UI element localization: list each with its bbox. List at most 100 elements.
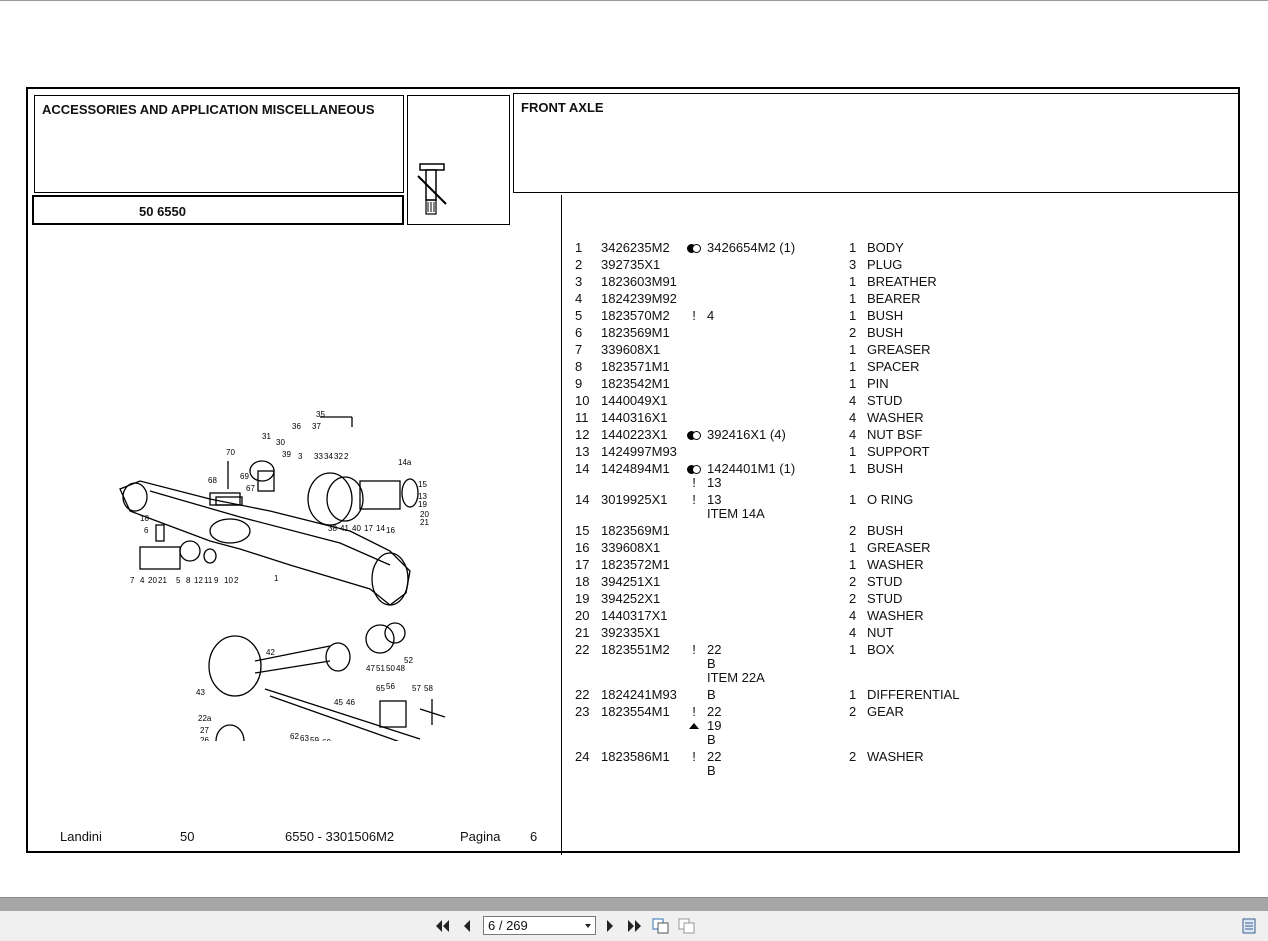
part-symbol: ! <box>681 493 707 521</box>
part-ref: 11 <box>575 410 589 425</box>
diagram-callout-label: 52 <box>404 656 413 665</box>
part-ref: 15 <box>575 523 590 538</box>
outline-toggle-button[interactable] <box>1240 916 1258 936</box>
diagram-callout-label: 12 <box>194 576 203 585</box>
symbol-line <box>681 241 707 255</box>
diagram-callout-label: 9 <box>214 576 219 585</box>
part-quantity: 1 <box>849 642 857 657</box>
part-ref: 1 <box>575 240 583 255</box>
diagram-callout-label: 59 <box>310 736 319 741</box>
part-note <box>707 275 849 289</box>
note-line: 1424401M1 (1) <box>707 461 796 476</box>
diagram-callout-label: 43 <box>196 688 205 697</box>
page-selector[interactable]: 6 / 269 <box>483 916 596 935</box>
part-note <box>707 626 849 640</box>
part-quantity: 2 <box>849 591 857 606</box>
part-quantity: 4 <box>849 427 857 442</box>
part-quantity: 2 <box>849 523 857 538</box>
first-page-icon <box>436 920 449 932</box>
part-description: BUSH <box>867 325 904 340</box>
footer-page-label: Pagina <box>460 829 501 844</box>
part-number: 1823570M2 <box>601 308 670 323</box>
next-page-button[interactable] <box>603 916 617 936</box>
part-description: WASHER <box>867 410 924 425</box>
part-ref: 3 <box>575 274 583 289</box>
column-divider <box>561 195 562 855</box>
part-number: 1824241M93 <box>601 687 677 702</box>
part-quantity: 2 <box>849 574 857 589</box>
part-symbol: ! <box>681 705 707 747</box>
diagram-callout-label: 15 <box>418 480 427 489</box>
part-note <box>707 343 849 357</box>
part-symbol <box>681 541 707 555</box>
part-quantity: 4 <box>849 608 857 623</box>
part-number: 1424894M1 <box>601 461 670 476</box>
part-quantity: 1 <box>849 291 857 306</box>
part-quantity: 1 <box>849 461 857 476</box>
part-description: STUD <box>867 591 903 606</box>
note-line: 3426654M2 (1) <box>707 240 796 255</box>
part-ref: 21 <box>575 625 590 640</box>
note-line: B <box>707 732 716 747</box>
part-number: 339608X1 <box>601 540 661 555</box>
part-symbol <box>681 326 707 340</box>
section-thumbnail <box>407 95 510 225</box>
previous-page-button[interactable] <box>460 916 474 936</box>
part-quantity: 1 <box>849 342 857 357</box>
chevron-down-icon <box>585 924 591 928</box>
note-line: 13 <box>707 475 722 490</box>
part-description: NUT <box>867 625 894 640</box>
viewer-toolbar: 6 / 269 <box>0 911 1268 941</box>
part-number: 1440049X1 <box>601 393 668 408</box>
part-note <box>707 411 849 425</box>
diagram-callout-label: 42 <box>266 648 275 657</box>
note-line: 4 <box>707 308 715 323</box>
symbol-line <box>681 462 707 476</box>
diagram-callout-label: 51 <box>376 664 385 673</box>
next-page-icon <box>607 920 613 932</box>
diagram-callout-label: 37 <box>312 422 321 431</box>
two-page-view-button[interactable] <box>677 916 697 936</box>
part-note <box>707 609 849 623</box>
diagram-callout-label: 35 <box>316 410 325 419</box>
part-number: 1823572M1 <box>601 557 670 572</box>
part-quantity: 1 <box>849 274 857 289</box>
part-quantity: 1 <box>849 359 857 374</box>
first-page-button[interactable] <box>434 916 452 936</box>
diagram-callout-label: 10 <box>224 576 233 585</box>
fit-page-icon <box>652 918 669 934</box>
axle-thumbnail-icon <box>417 163 447 215</box>
part-quantity: 4 <box>849 393 857 408</box>
last-page-icon <box>628 920 641 932</box>
fit-view-button[interactable] <box>651 916 671 936</box>
part-number: 1823551M2 <box>601 642 670 657</box>
last-page-button[interactable] <box>625 916 643 936</box>
part-note <box>707 445 849 459</box>
part-symbol <box>681 524 707 538</box>
part-symbol <box>681 360 707 374</box>
diagram-callout-label: 21 <box>420 518 429 527</box>
part-symbol <box>681 241 707 255</box>
part-symbol <box>681 445 707 459</box>
part-number: 394251X1 <box>601 574 661 589</box>
diagram-callout-label: 56 <box>386 682 395 691</box>
model-number: 50 6550 <box>139 204 186 219</box>
part-note <box>707 258 849 272</box>
diagram-callout-label: 16 <box>386 526 395 535</box>
part-number: 3019925X1 <box>601 492 668 507</box>
part-ref: 2 <box>575 257 583 272</box>
part-description: GEAR <box>867 704 904 719</box>
